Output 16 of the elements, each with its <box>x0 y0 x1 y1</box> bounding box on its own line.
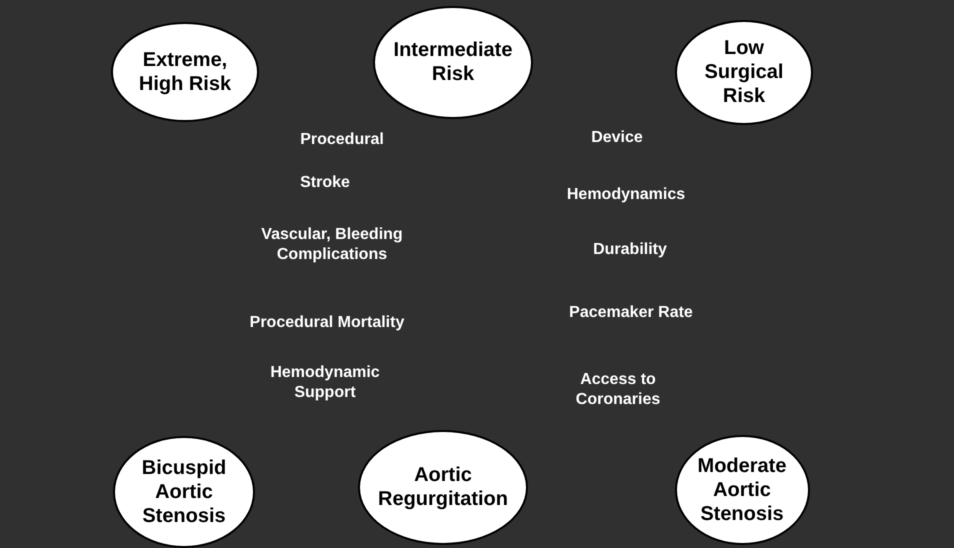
factor-label: Hemodynamics <box>566 185 686 205</box>
factor-label: Procedural <box>300 130 384 150</box>
factor-label: Durability <box>593 240 667 260</box>
factor-label: Access to Coronaries <box>574 370 662 410</box>
factor-label: Vascular, Bleeding Complications <box>260 225 404 265</box>
factor-label: Stroke <box>300 173 350 193</box>
factor-label: Device <box>591 128 643 148</box>
factor-label: Hemodynamic Support <box>269 363 381 403</box>
node-label: Aortic Regurgitation <box>377 463 509 511</box>
node-label: Low Surgical Risk <box>704 36 784 108</box>
factor-label: Procedural Mortality <box>250 313 404 333</box>
node-label: Extreme, High Risk <box>138 48 232 96</box>
node-label: Intermediate Risk <box>392 38 514 86</box>
node-label: Bicuspid Aortic Stenosis <box>140 456 228 528</box>
factor-label: Pacemaker Rate <box>569 303 693 323</box>
node-label: Moderate Aortic Stenosis <box>696 454 788 526</box>
